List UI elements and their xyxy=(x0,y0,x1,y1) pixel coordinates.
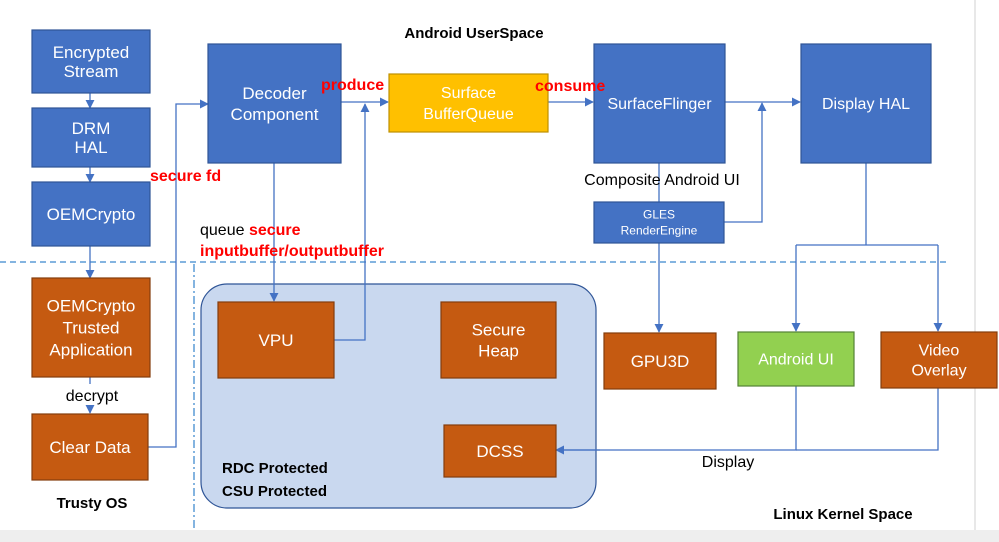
drm-hal-rect xyxy=(31,107,151,168)
gpu3d-rect xyxy=(603,332,717,390)
display-label: Display xyxy=(702,454,754,471)
queue-prefix: queue xyxy=(200,222,249,239)
gles-renderengine-text-1: RenderEngine xyxy=(621,224,698,238)
android-userspace-header: Android UserSpace xyxy=(404,25,543,42)
gles-renderengine-box: GLES RenderEngine xyxy=(593,201,725,244)
video-overlay-text-1: Overlay xyxy=(911,363,966,380)
vpu-box: VPU xyxy=(217,301,335,379)
secure-heap-rect xyxy=(440,301,557,379)
surface-bufferqueue-rect xyxy=(388,73,549,133)
oemcrypto-text-0: OEMCrypto xyxy=(47,205,136,224)
dcss-box: DCSS xyxy=(443,424,557,478)
clear-data-text-0: Clear Data xyxy=(49,438,131,457)
gpu3d-text-0: GPU3D xyxy=(631,352,690,371)
drm-hal-text-0: DRM xyxy=(72,119,111,138)
clear-data-rect xyxy=(31,413,149,481)
boxes: EncryptedStreamDRMHALOEMCryptoOEMCryptoT… xyxy=(31,29,998,481)
display-hal-text-0: Display HAL xyxy=(822,96,910,113)
secure-fd-label: secure fd xyxy=(150,168,221,185)
queue-secure: secure xyxy=(249,222,301,239)
android-ui-rect xyxy=(737,331,855,387)
vpu-rect xyxy=(217,301,335,379)
oemcrypto-ta-text-0: OEMCrypto xyxy=(47,296,136,315)
dcss-text-0: DCSS xyxy=(476,442,523,461)
secure-heap-text-0: Secure xyxy=(472,320,526,339)
decrypt-label: decrypt xyxy=(66,388,119,405)
decoder-component-text-0: Decoder xyxy=(242,84,307,103)
vpu-text-0: VPU xyxy=(259,331,294,350)
arrow-vpu-to-decoder xyxy=(334,103,370,341)
android-ui-box: Android UI xyxy=(737,331,855,387)
page-bottom-strip xyxy=(0,530,999,542)
trusty-os-header: Trusty OS xyxy=(57,495,128,512)
decoder-component-rect xyxy=(207,43,342,164)
queue-label: queue secure xyxy=(200,222,301,239)
gles-renderengine-rect xyxy=(593,201,725,244)
drm-hal-text-1: HAL xyxy=(74,138,107,157)
rdc-protected-label: RDC Protected xyxy=(222,460,328,477)
dcss-rect xyxy=(443,424,557,478)
oemcrypto-ta-rect xyxy=(31,277,151,378)
connectors xyxy=(85,93,943,455)
encrypted-stream-rect xyxy=(31,29,151,94)
line-overlay-to-dcss xyxy=(796,388,939,451)
surfaceflinger-box: SurfaceFlinger xyxy=(593,43,726,164)
csu-protected-label: CSU Protected xyxy=(222,483,327,500)
queue-buffers-label: inputbuffer/outputbuffer xyxy=(200,243,384,260)
video-overlay-rect xyxy=(880,331,998,389)
secure-heap-text-1: Heap xyxy=(478,341,519,360)
linux-kernel-space-header: Linux Kernel Space xyxy=(773,506,912,523)
arrow-clear-to-decoder xyxy=(148,99,209,448)
display-hal-box: Display HAL xyxy=(800,43,932,164)
encrypted-stream-text-1: Stream xyxy=(64,62,119,81)
display-hal-rect xyxy=(800,43,932,164)
oemcrypto-box: OEMCrypto xyxy=(31,181,151,247)
oemcrypto-rect xyxy=(31,181,151,247)
oemcrypto-ta-text-1: Trusted xyxy=(62,318,119,337)
decoder-component-text-1: Component xyxy=(231,105,319,124)
arrow-gles-up xyxy=(724,102,767,223)
android-ui-text-0: Android UI xyxy=(758,352,834,369)
surface-bufferqueue-text-0: Surface xyxy=(441,85,496,102)
composite-android-ui-label: Composite Android UI xyxy=(584,172,740,189)
video-overlay-text-0: Video xyxy=(919,343,960,360)
encrypted-stream-text-0: Encrypted xyxy=(53,43,130,62)
oemcrypto-ta-text-2: Application xyxy=(49,340,132,359)
surface-bufferqueue-text-1: BufferQueue xyxy=(423,106,514,123)
surfaceflinger-text-0: SurfaceFlinger xyxy=(607,96,712,113)
gles-renderengine-text-0: GLES xyxy=(643,208,675,222)
clear-data-box: Clear Data xyxy=(31,413,149,481)
gpu3d-box: GPU3D xyxy=(603,332,717,390)
consume-label: consume xyxy=(535,78,605,95)
produce-label: produce xyxy=(321,77,384,94)
surfaceflinger-rect xyxy=(593,43,726,164)
